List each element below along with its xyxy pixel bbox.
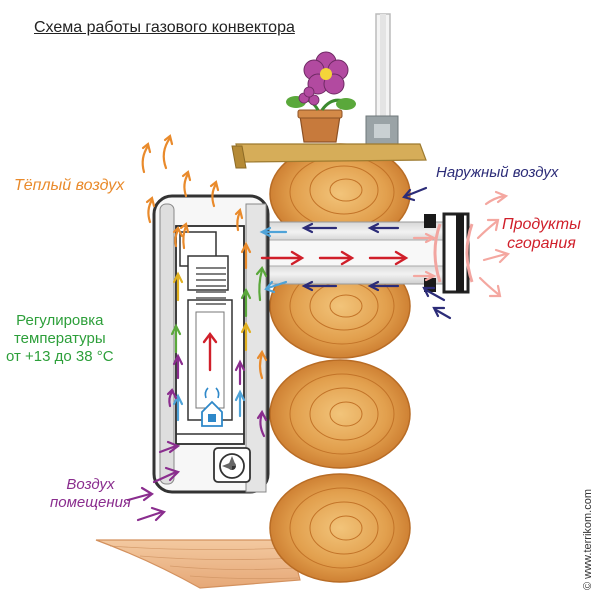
combustion-products-line-2: сгорания xyxy=(507,235,576,253)
diagram-title: Схема работы газового конвектора xyxy=(34,19,295,36)
log-4 xyxy=(269,473,411,583)
room-air-label: Воздух помещения xyxy=(50,476,131,512)
log-3 xyxy=(269,359,411,469)
outside-air-label: Наружный воздух xyxy=(436,164,559,181)
house-flame-icon xyxy=(201,387,223,427)
copyright-credit: © www.terrikom.com xyxy=(582,488,594,590)
regulation-line-2: температуры xyxy=(13,330,106,347)
warm-air-label: Тёплый воздух xyxy=(14,177,125,194)
window-frame xyxy=(365,13,399,147)
combustion-products-line-1: Продукты xyxy=(502,216,581,233)
window-sill xyxy=(231,143,427,169)
regulation-label: Регулировка температуры от +13 до 38 °С xyxy=(6,312,114,366)
combustion-products-label: Продукты сгорания xyxy=(502,215,581,253)
flower-pot-icon xyxy=(286,51,356,143)
regulation-line-3: от +13 до 38 °С xyxy=(6,348,114,365)
airflow-arrows xyxy=(126,134,511,522)
room-air-line-1: Воздух xyxy=(66,476,115,493)
log-wall xyxy=(269,143,411,583)
room-air-line-2: помещения xyxy=(50,494,131,511)
regulation-line-1: Регулировка xyxy=(16,312,104,329)
fan-icon xyxy=(219,453,245,479)
